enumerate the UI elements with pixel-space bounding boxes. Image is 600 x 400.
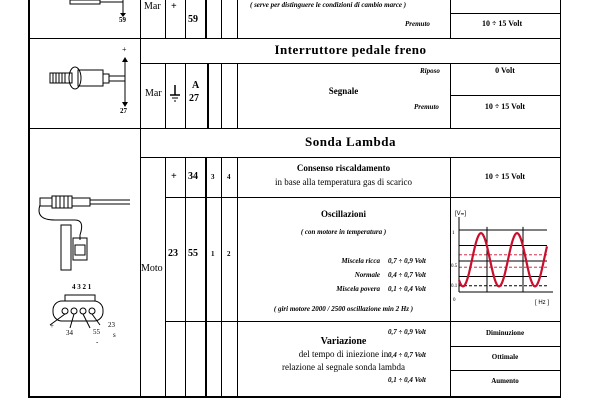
pin-cell: 27	[189, 93, 199, 104]
note: ( serve per distinguere le condizioni di…	[250, 1, 407, 9]
variation-line: relazione al segnale sonda lambda	[282, 362, 405, 372]
connector-pin: 2	[227, 250, 231, 258]
connector-label: 23	[108, 321, 115, 329]
pin-label: 59	[119, 16, 126, 24]
state-label: Riposo	[420, 67, 440, 75]
section-title-brake: Interruttore pedale freno	[274, 42, 427, 57]
oscillation-chart: [Vₘ] [ Hz ] 1 0.5 0.1 0	[451, 211, 553, 306]
pin-cell: 55	[188, 248, 198, 259]
oscillation-footer: ( giri motore 2000 / 2500 oscillazione m…	[273, 305, 414, 313]
mode-cell: Moto	[141, 263, 163, 274]
pin-cell: 59	[188, 14, 198, 25]
connector-label: 55	[93, 328, 100, 336]
variation-line: del tempo di iniezione in	[298, 349, 389, 359]
mixture-label: Normale	[354, 271, 380, 279]
connector-label: s	[113, 331, 116, 339]
connector-pin: 4	[227, 173, 231, 181]
mixture-label: Miscela ricca	[341, 257, 380, 265]
value: 10 ÷ 15 Volt	[484, 102, 526, 111]
connector-pin: 3	[211, 173, 215, 181]
oscillation-note: ( con motore in temperatura )	[300, 228, 387, 236]
result: Diminuzione	[485, 329, 525, 337]
switch-diagram-icon	[69, 0, 126, 17]
variation-title: Variazione	[320, 336, 367, 347]
brake-switch-diagram-icon	[49, 57, 128, 107]
result: Aumento	[491, 377, 519, 385]
range: 0,1 ÷ 0,4 Volt	[388, 376, 426, 384]
state-label: Premuto	[414, 103, 439, 111]
pin-sign: +	[171, 171, 177, 182]
result: Ottimale	[491, 353, 519, 361]
mixture-value: 0,4 ÷ 0,7 Volt	[388, 271, 426, 279]
ground-icon	[170, 85, 180, 102]
connector-label: +	[50, 322, 54, 330]
heating-subtitle: in base alla temperatura gas di scarico	[275, 177, 412, 187]
chart-ylabel: [Vₘ]	[455, 211, 466, 217]
mode-cell: Mar	[145, 88, 162, 99]
connector-label: -	[96, 338, 99, 346]
section-title-lambda: Sonda Lambda	[305, 134, 396, 149]
mode-cell: Mar	[144, 1, 161, 12]
lambda-probe-diagram-icon	[38, 195, 130, 329]
mixture-value: 0,1 ÷ 0,4 Volt	[388, 285, 426, 293]
mixture-value: 0,7 ÷ 0,9 Volt	[388, 257, 426, 265]
pin-sign: +	[171, 1, 177, 12]
tick-1: 1	[452, 231, 455, 236]
mixture-label: Miscela povera	[336, 285, 380, 293]
pin-letter: A	[192, 80, 200, 91]
value: 10 ÷ 15 Volt	[484, 172, 526, 181]
chart-xlabel: [ Hz ]	[535, 300, 549, 306]
signal-label: Segnale	[328, 86, 359, 96]
pin-cell: 23	[168, 248, 178, 259]
range: 0,7 ÷ 0,9 Volt	[388, 328, 426, 336]
connector-label: 34	[66, 329, 73, 337]
pin-label: 27	[120, 107, 127, 115]
tick-0: 0	[453, 298, 456, 303]
state-label: Premuto	[405, 20, 430, 28]
value: 0 Volt	[495, 66, 515, 75]
value: 10 ÷ 15 Volt	[482, 19, 523, 28]
chart-curve	[457, 231, 549, 288]
pin-cell: 34	[188, 171, 198, 182]
tick-0.1: 0.1	[451, 284, 458, 289]
heating-title: Consenso riscaldamento	[296, 163, 391, 173]
plus-label: +	[122, 45, 127, 54]
connector-pin: 1	[211, 250, 215, 258]
oscillation-title: Oscillazioni	[321, 209, 366, 219]
range: 0,4 ÷ 0,7 Volt	[388, 351, 426, 359]
connector-pins: 4 3 2 1	[72, 283, 92, 291]
tick-0.5: 0.5	[451, 264, 458, 269]
